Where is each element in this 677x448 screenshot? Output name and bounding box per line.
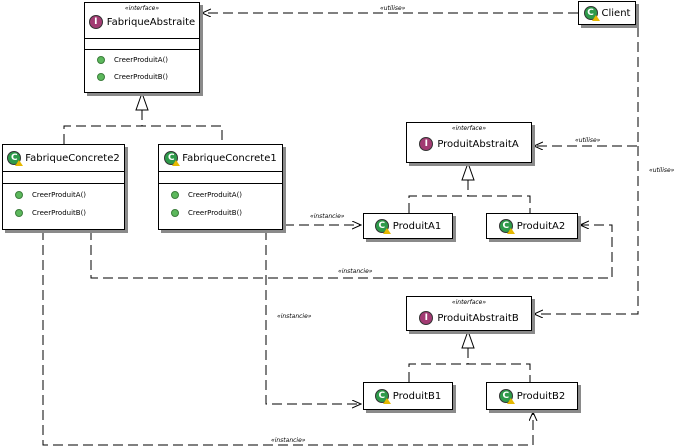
class-title: I ProduitAbstraitA <box>407 136 531 152</box>
label-fc2-produitb2: «instancie» <box>270 437 307 444</box>
inheritance-triangle-produit-b <box>461 329 475 349</box>
interface-icon: I <box>419 137 434 151</box>
class-produita2[interactable]: C ProduitA2 <box>486 213 578 239</box>
edge-fc1-produitb1 <box>265 230 361 404</box>
label-fc1-produita1: «instancie» <box>309 213 346 220</box>
public-method-icon <box>171 191 179 199</box>
class-name: ProduitAbstraitA <box>437 138 519 150</box>
inheritance-triangle-produit-a <box>461 161 475 181</box>
class-name: ProduitA2 <box>516 220 566 232</box>
edge-client-produitabstraitb <box>534 146 639 314</box>
class-name: ProduitAbstraitB <box>437 312 519 324</box>
class-client[interactable]: C Client <box>578 1 636 25</box>
method-item[interactable]: CreerProduitB() <box>15 209 86 217</box>
label-client-produitabstraitb: «utilise» <box>648 167 676 174</box>
class-icon: C <box>374 389 391 404</box>
class-produitb1[interactable]: C ProduitB1 <box>363 382 453 410</box>
class-title: C ProduitA2 <box>487 218 577 234</box>
method-item[interactable]: CreerProduitB() <box>171 209 242 217</box>
public-method-icon <box>15 209 23 217</box>
class-produita1[interactable]: C ProduitA1 <box>363 213 453 239</box>
method-item[interactable]: CreerProduitA() <box>97 56 168 64</box>
class-fabriqueabstraite[interactable]: «interface» I FabriqueAbstraite CreerPro… <box>84 2 200 93</box>
stereotype-interface: «interface» <box>451 125 487 132</box>
separator <box>3 183 124 184</box>
class-name: FabriqueConcrete2 <box>25 152 120 164</box>
class-title: C Client <box>579 5 635 21</box>
label-fc1-produitb1: «instancie» <box>276 313 313 320</box>
method-label: CreerProduitA() <box>32 191 87 199</box>
edge-generalization-fabriques <box>63 110 223 144</box>
class-name: ProduitA1 <box>392 220 442 232</box>
class-produitabstraita[interactable]: «interface» I ProduitAbstraitA <box>406 122 532 163</box>
method-label: CreerProduitA() <box>114 56 169 64</box>
label-client-produitabstraita: «utilise» <box>574 137 602 144</box>
interface-icon: I <box>88 15 103 29</box>
method-label: CreerProduitA() <box>188 191 243 199</box>
interface-icon: I <box>419 311 434 325</box>
edge-generalization-produits-b <box>408 348 531 382</box>
class-name: ProduitB2 <box>516 390 566 402</box>
class-title: I ProduitAbstraitB <box>407 310 531 326</box>
method-item[interactable]: CreerProduitA() <box>15 191 86 199</box>
public-method-icon <box>15 191 23 199</box>
class-title: I FabriqueAbstraite <box>85 14 199 30</box>
public-method-icon <box>171 209 179 217</box>
class-name: FabriqueAbstraite <box>106 16 196 28</box>
separator <box>85 49 199 50</box>
class-name: ProduitB1 <box>392 390 442 402</box>
separator <box>159 171 282 172</box>
label-client-fabrique: «utilise» <box>379 5 407 12</box>
edge-fc2-produitb2 <box>42 230 533 446</box>
separator <box>159 183 282 184</box>
stereotype-interface: «interface» <box>124 5 160 12</box>
public-method-icon <box>97 56 105 64</box>
public-method-icon <box>97 73 105 81</box>
class-icon: C <box>498 219 515 234</box>
separator <box>85 38 199 39</box>
class-title: C FabriqueConcrete1 <box>159 150 282 166</box>
class-title: C ProduitB1 <box>364 388 452 404</box>
method-item[interactable]: CreerProduitA() <box>171 191 242 199</box>
class-title: C ProduitA1 <box>364 218 452 234</box>
class-fabriqueconcrete2[interactable]: C FabriqueConcrete2 CreerProduitA() Cree… <box>2 144 125 230</box>
method-item[interactable]: CreerProduitB() <box>97 73 168 81</box>
class-icon: C <box>498 389 515 404</box>
class-title: C FabriqueConcrete2 <box>3 150 124 166</box>
class-title: C ProduitB2 <box>487 388 577 404</box>
edge-generalization-produits-a <box>408 180 531 213</box>
class-produitb2[interactable]: C ProduitB2 <box>486 382 578 410</box>
method-label: CreerProduitB() <box>32 209 87 217</box>
stereotype-interface: «interface» <box>451 299 487 306</box>
class-produitabstraitb[interactable]: «interface» I ProduitAbstraitB <box>406 296 532 331</box>
edge-fc2-produita2 <box>90 225 613 279</box>
method-label: CreerProduitB() <box>188 209 243 217</box>
class-icon: C <box>7 151 24 166</box>
class-icon: C <box>583 6 600 21</box>
separator <box>3 171 124 172</box>
label-fc2-produita2: «instancie» <box>337 268 374 275</box>
inheritance-triangle-fabrique <box>135 91 149 111</box>
method-label: CreerProduitB() <box>114 73 169 81</box>
class-icon: C <box>374 219 391 234</box>
class-icon: C <box>164 151 181 166</box>
class-name: FabriqueConcrete1 <box>182 152 277 164</box>
class-fabriqueconcrete1[interactable]: C FabriqueConcrete1 CreerProduitA() Cree… <box>158 144 283 230</box>
edge-client-produitabstraita <box>534 27 639 146</box>
class-name: Client <box>601 7 631 19</box>
